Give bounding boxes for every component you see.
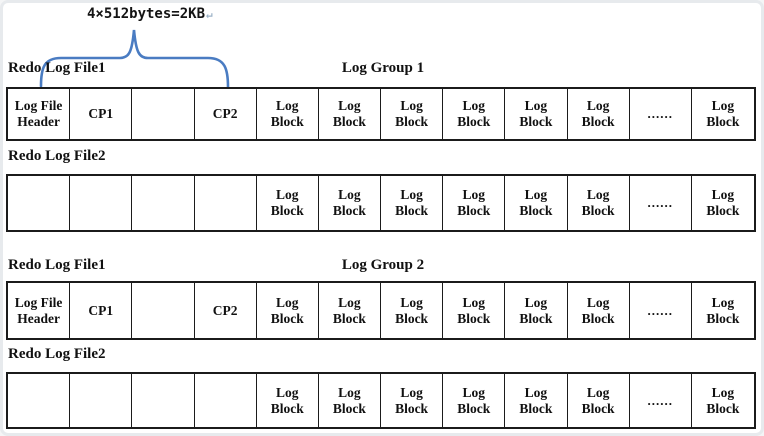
cell-log-file-header: Log File Header bbox=[8, 89, 71, 139]
cell-log-block: Log Block bbox=[568, 176, 630, 230]
cell-log-block: Log Block bbox=[568, 374, 630, 427]
cell-cp1: CP1 bbox=[70, 283, 133, 338]
cell-empty bbox=[132, 176, 195, 230]
cell-ellipsis: ...... bbox=[630, 283, 692, 338]
file-label: Redo Log File1 bbox=[8, 257, 106, 273]
cell-log-block: Log Block bbox=[381, 374, 444, 427]
cell-empty bbox=[8, 374, 71, 427]
cell-log-file-header: Log File Header bbox=[8, 283, 71, 338]
cell-empty bbox=[70, 176, 133, 230]
cell-log-block: Log Block bbox=[706, 98, 740, 129]
cell-log-block: Log Block bbox=[257, 374, 319, 427]
file-label-row: Redo Log File2 bbox=[8, 148, 758, 167]
cell-log-block: Log Block bbox=[381, 176, 444, 230]
cell-log-block: Log Block bbox=[319, 89, 381, 139]
cell-empty bbox=[70, 374, 133, 427]
cell-log-block: Log Block bbox=[505, 89, 568, 139]
cell-empty bbox=[8, 176, 71, 230]
file-label-row: Redo Log File1 Log Group 2 bbox=[8, 257, 758, 276]
cell-log-block: Log Block bbox=[706, 384, 740, 416]
cell-log-block: Log Block bbox=[257, 283, 319, 338]
size-annotation-text: 4×512bytes=2KB bbox=[87, 6, 206, 22]
cell-log-block: Log Block bbox=[381, 283, 444, 338]
cell-log-block: Log Block bbox=[568, 283, 630, 338]
cell-empty bbox=[132, 374, 195, 427]
cell-log-block: Log Block bbox=[568, 89, 630, 139]
cell-log-block: Log Block bbox=[257, 89, 319, 139]
cell-log-block: Log Block bbox=[443, 374, 506, 427]
cell-ellipsis: ...... bbox=[630, 374, 692, 427]
file-label: Redo Log File1 bbox=[8, 60, 106, 76]
cell-log-block: Log Block bbox=[505, 374, 568, 427]
group-title: Log Group 1 bbox=[341, 60, 425, 76]
cell-log-block: Log Block bbox=[443, 176, 506, 230]
cell-cp2: CP2 bbox=[195, 283, 257, 338]
cell-ellipsis: ...... bbox=[630, 89, 692, 139]
cell-log-block: Log Block bbox=[706, 187, 740, 218]
file-label-row: Redo Log File2 bbox=[8, 346, 758, 365]
cell-cp1: CP1 bbox=[70, 89, 133, 139]
cell-log-block: Log Block bbox=[505, 176, 568, 230]
cell-log-block: Log Block bbox=[443, 89, 506, 139]
size-annotation: 4×512bytes=2KB↵ bbox=[87, 6, 213, 22]
file-label: Redo Log File2 bbox=[8, 148, 106, 164]
cell-empty bbox=[132, 283, 195, 338]
file-label: Redo Log File2 bbox=[8, 346, 106, 362]
cell-cp2: CP2 bbox=[195, 89, 257, 139]
cell-empty bbox=[132, 89, 195, 139]
cell-log-block: Log Block bbox=[443, 283, 506, 338]
cell-log-block: Log Block bbox=[319, 283, 381, 338]
cell-empty bbox=[195, 374, 257, 427]
group-title: Log Group 2 bbox=[341, 257, 425, 273]
file-label-row: Redo Log File1 Log Group 1 bbox=[8, 60, 758, 79]
return-mark-icon: ↵ bbox=[206, 8, 213, 21]
cell-log-block: Log Block bbox=[706, 294, 740, 326]
cell-log-block: Log Block bbox=[257, 176, 319, 230]
cell-log-block: Log Block bbox=[505, 283, 568, 338]
cell-log-block: Log Block bbox=[381, 89, 444, 139]
brace-icon bbox=[39, 29, 230, 89]
cell-log-block: Log Block bbox=[319, 374, 381, 427]
cell-empty bbox=[195, 176, 257, 230]
cell-log-block: Log Block bbox=[319, 176, 381, 230]
cell-ellipsis: ...... bbox=[630, 176, 692, 230]
